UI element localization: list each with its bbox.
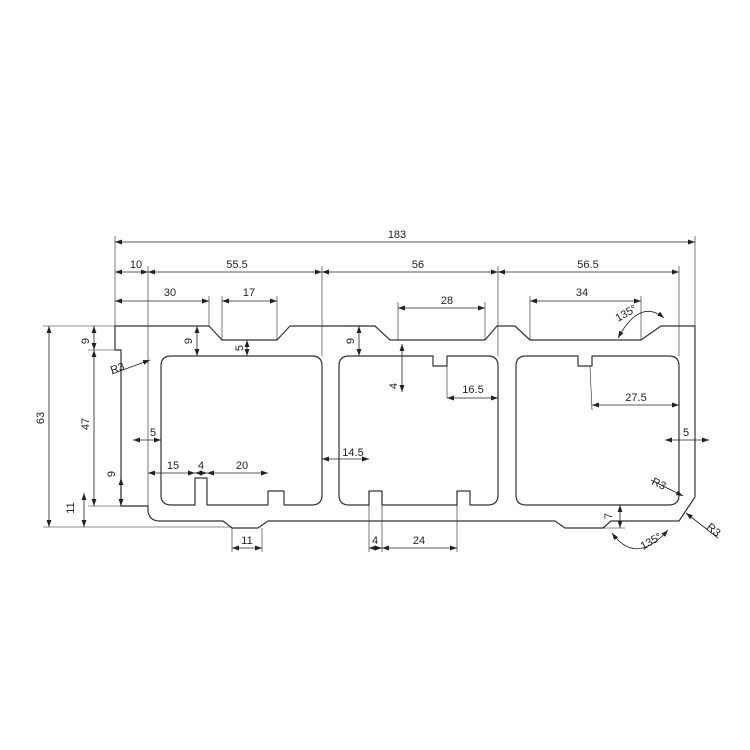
- label-foot-7: 7: [603, 513, 615, 519]
- label-bottom-11: 11: [65, 502, 77, 513]
- profile-outline: [114, 325, 696, 529]
- label-bottom-24: 24: [413, 535, 425, 547]
- label-radius-right-inner: R3: [650, 476, 668, 493]
- label-groove-5: 5: [234, 345, 246, 351]
- label-overall-width: 183: [388, 229, 406, 241]
- outer-contour: [114, 325, 696, 529]
- vertical-dimensions: [46, 326, 623, 528]
- label-right-wall-5: 5: [683, 427, 689, 439]
- label-inner-height: 47: [80, 418, 92, 430]
- chamber-2: [338, 355, 499, 506]
- horizontal-dimensions: [115, 239, 709, 551]
- label-left-edge: 10: [130, 259, 142, 271]
- label-web-14-5: 14.5: [342, 447, 363, 459]
- label-chamber-3: 56.5: [577, 259, 598, 271]
- label-top-34: 34: [576, 287, 588, 299]
- label-wall-9-mid: 9: [345, 338, 357, 344]
- label-wall-9-left: 9: [80, 338, 92, 344]
- label-top-30: 30: [164, 287, 176, 299]
- label-angle-top: 135°: [614, 303, 640, 325]
- label-left-4: 4: [198, 460, 204, 472]
- dimension-labels: 183 10 55.5 56 56.5 30 17 28 34 135° 63 …: [35, 229, 723, 553]
- leaders: [111, 310, 719, 550]
- label-overall-height: 63: [35, 412, 47, 424]
- label-left-15: 15: [167, 460, 179, 472]
- label-angle-bottom: 135°: [639, 531, 665, 553]
- chamber-1: [160, 355, 323, 506]
- label-chamber-2: 56: [412, 259, 424, 271]
- label-bottom-4: 4: [372, 535, 378, 547]
- label-chamber-1: 55.5: [226, 259, 247, 271]
- label-notch-4: 4: [388, 383, 400, 389]
- label-slot-27-5: 27.5: [625, 392, 646, 404]
- label-foot-11: 11: [241, 535, 252, 547]
- label-wall-9-low: 9: [106, 471, 118, 477]
- label-radius-right-outer: R3: [704, 521, 722, 539]
- label-slot-16-5: 16.5: [462, 384, 483, 396]
- label-top-28: 28: [441, 295, 453, 307]
- label-wall-9-inner: 9: [183, 338, 195, 344]
- chamber-3: [515, 355, 680, 506]
- label-top-17: 17: [243, 287, 255, 299]
- label-side-wall-5: 5: [150, 427, 156, 439]
- label-radius-left: R3: [109, 361, 126, 377]
- label-slot-20: 20: [236, 460, 248, 472]
